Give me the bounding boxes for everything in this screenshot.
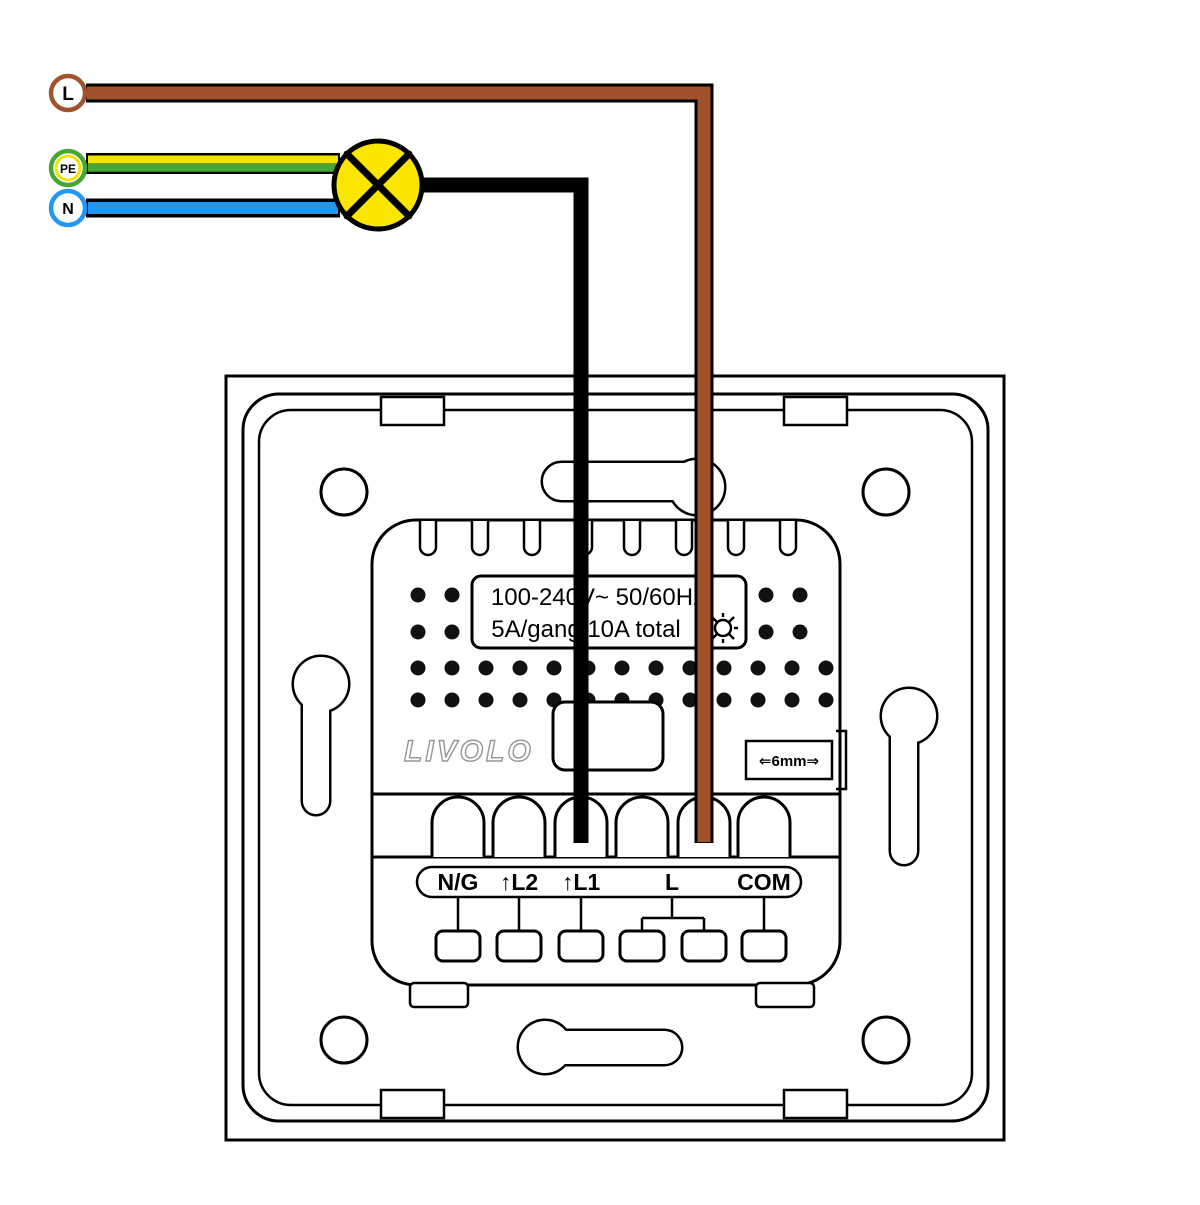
- terminal-pad: [557, 929, 605, 963]
- ratings-line1: 100-240V~ 50/60Hz: [491, 584, 705, 611]
- terminal-pad: [618, 929, 666, 963]
- vent-slot: [726, 521, 746, 557]
- terminal-label-l1: ↑L1: [562, 869, 601, 895]
- strip-gauge-label: ⇐6mm⇒: [759, 753, 819, 770]
- lamp-symbol: [331, 138, 425, 232]
- switch-back-panel: 100-240V~ 50/60Hz 5A/gang 10A total LIVO…: [224, 374, 1006, 1142]
- vent-hole: [758, 587, 774, 603]
- mount-tab-top-left: [379, 395, 446, 427]
- vent-slot: [418, 521, 438, 557]
- vent-hole: [444, 660, 460, 676]
- vent-hole: [410, 587, 426, 603]
- vent-hole: [648, 660, 664, 676]
- earth-wire: [86, 153, 340, 174]
- terminal-label-com: COM: [737, 869, 791, 895]
- vent-hole: [410, 692, 426, 708]
- vent-slots: [418, 521, 798, 557]
- terminal-pad: [680, 929, 728, 963]
- module-tab-right: [754, 981, 816, 1009]
- wires: [86, 83, 714, 843]
- vent-hole: [792, 587, 808, 603]
- module-tab-left: [408, 981, 470, 1009]
- strip-gauge-bracket: [836, 729, 848, 791]
- vent-hole: [716, 692, 732, 708]
- vent-hole: [784, 692, 800, 708]
- vent-hole: [410, 660, 426, 676]
- vent-hole: [614, 660, 630, 676]
- vent-slot: [470, 521, 490, 557]
- live-wire: [86, 83, 714, 843]
- terminal-port: [430, 795, 486, 857]
- brand-logo: LIVOLO: [404, 735, 534, 768]
- strip-gauge-box: [744, 739, 834, 781]
- vent-slot: [622, 521, 642, 557]
- vent-hole: [478, 692, 494, 708]
- vent-hole: [716, 660, 732, 676]
- ratings-box: [470, 574, 748, 650]
- vent-hole: [478, 660, 494, 676]
- vent-hole: [784, 660, 800, 676]
- mount-tab-top-right: [782, 395, 849, 427]
- vent-hole: [750, 692, 766, 708]
- vent-hole: [682, 660, 698, 676]
- module-window: [551, 700, 665, 772]
- vent-hole: [818, 692, 834, 708]
- terminal-label-l: L: [665, 869, 679, 895]
- terminal-label-l2: ↑L2: [500, 869, 538, 895]
- source-live-label: L: [62, 84, 74, 105]
- vent-slot: [522, 521, 542, 557]
- terminal-pads: [434, 929, 788, 963]
- terminal-pad: [740, 929, 788, 963]
- terminal-port: [614, 795, 670, 857]
- terminal-ports: [430, 795, 792, 857]
- vent-slot: [674, 521, 694, 557]
- terminal-pad: [495, 929, 543, 963]
- load-wire: [415, 177, 589, 843]
- source-live: L: [48, 73, 88, 113]
- mount-tab-bottom-right: [782, 1088, 849, 1120]
- vent-hole: [444, 624, 460, 640]
- vent-hole: [512, 660, 528, 676]
- mount-hole-bottom-right: [861, 1015, 911, 1065]
- screw-slot-left: [291, 654, 351, 817]
- vent-hole: [792, 624, 808, 640]
- mount-hole-bottom-left: [319, 1015, 369, 1065]
- vent-hole: [444, 692, 460, 708]
- lamp-cross-icon: [343, 150, 413, 220]
- vent-holes: [410, 587, 834, 708]
- mount-hole-top-left: [319, 467, 369, 517]
- mount-tab-bottom-left: [379, 1088, 446, 1120]
- terminal-port: [491, 795, 547, 857]
- vent-hole: [818, 660, 834, 676]
- terminal-connectors: [456, 897, 766, 931]
- source-neutral: N: [48, 188, 88, 228]
- source-earth-label: PE: [60, 162, 76, 176]
- vent-hole: [682, 692, 698, 708]
- vent-hole: [444, 587, 460, 603]
- vent-slot: [778, 521, 798, 557]
- source-neutral-label: N: [62, 201, 74, 218]
- terminal-pad: [434, 929, 482, 963]
- screw-slot-bottom: [516, 1018, 684, 1076]
- vent-hole: [410, 624, 426, 640]
- vent-hole: [758, 624, 774, 640]
- vent-hole: [546, 660, 562, 676]
- mount-hole-top-right: [861, 467, 911, 517]
- terminal-port: [736, 795, 792, 857]
- source-markers: L PE N: [48, 73, 88, 228]
- vent-hole: [750, 660, 766, 676]
- vent-hole: [512, 692, 528, 708]
- terminal-label-pill: [415, 865, 803, 899]
- source-earth: PE: [48, 148, 88, 188]
- screw-slot-right: [879, 686, 939, 867]
- terminal-label-ng: N/G: [438, 869, 479, 895]
